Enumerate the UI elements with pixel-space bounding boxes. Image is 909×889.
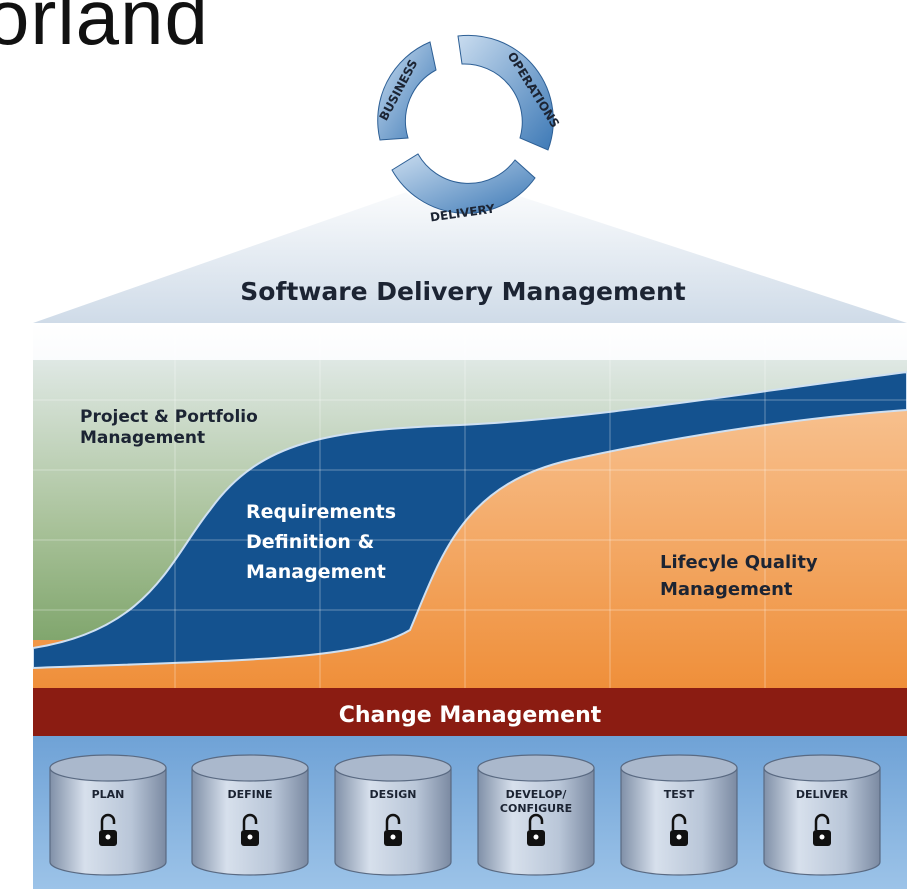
stage-label: PLAN xyxy=(92,788,125,801)
stage-cylinder-body xyxy=(191,767,309,876)
stage-cylinder-body xyxy=(763,767,881,876)
stage-cylinder: TEST xyxy=(620,754,738,876)
padlock-icon xyxy=(813,813,831,846)
stage-cylinder-top xyxy=(763,754,881,782)
stage-cylinder-body xyxy=(334,767,452,876)
requirements-band xyxy=(33,370,907,670)
diagram-title: Software Delivery Management xyxy=(240,277,685,306)
portfolio-label: Project & Portfolio Management xyxy=(80,407,264,448)
stage-cylinder-body xyxy=(477,767,595,876)
house-roof xyxy=(33,175,907,323)
cycle-arrow-business xyxy=(377,41,437,141)
stage-cylinder: DESIGN xyxy=(334,754,452,876)
stage-label: DESIGN xyxy=(370,788,417,801)
stage-label: DEFINE xyxy=(228,788,273,801)
stage-cylinder: PLAN xyxy=(49,754,167,876)
requirements-label: Requirements Definition & Management xyxy=(246,501,403,583)
stage-cylinder: DELIVER xyxy=(763,754,881,876)
change-management-bar xyxy=(33,688,907,736)
stage-cylinder: DEVELOP/CONFIGURE xyxy=(477,754,595,876)
cycle-arrow-operations xyxy=(457,34,554,151)
stage-cylinder-top xyxy=(49,754,167,782)
stage-cylinder-body xyxy=(620,767,738,876)
heading-text: orland xyxy=(0,0,209,61)
cycle-ring: BUSINESS OPERATIONS DELIVERY xyxy=(371,28,562,224)
stage-cylinder-top xyxy=(477,754,595,782)
stage-cylinders: PLAN DEFINE DESIGN DEVELOP/CONFIGURE TEST DEL… xyxy=(49,754,881,876)
padlock-icon xyxy=(241,813,259,846)
padlock-icon xyxy=(99,813,117,846)
stage-cylinder-body xyxy=(49,767,167,876)
change-management-label: Change Management xyxy=(339,703,602,728)
padlock-icon xyxy=(670,813,688,846)
quality-area xyxy=(33,380,907,688)
stage-base xyxy=(33,736,907,889)
stage-cylinder-top xyxy=(334,754,452,782)
stage-cylinder: DEFINE xyxy=(191,754,309,876)
padlock-icon xyxy=(527,813,545,846)
stage-label: DELIVER xyxy=(796,788,849,801)
stage-cylinder-top xyxy=(620,754,738,782)
cycle-arrow-delivery xyxy=(391,153,536,214)
quality-label: Lifecyle Quality Management xyxy=(660,552,824,600)
stage-cylinder-top xyxy=(191,754,309,782)
padlock-icon xyxy=(384,813,402,846)
stage-label: DEVELOP/CONFIGURE xyxy=(500,788,572,815)
stage-label: TEST xyxy=(664,788,695,801)
